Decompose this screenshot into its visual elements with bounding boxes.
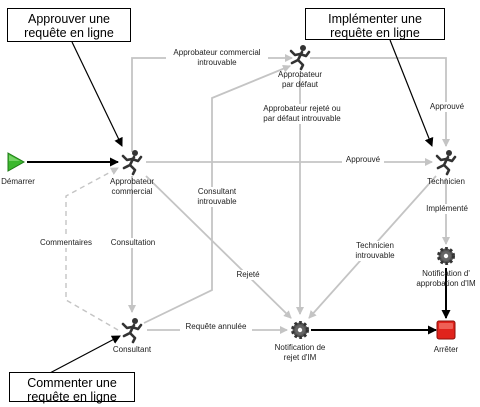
node-start-label: Démarrer — [1, 177, 35, 186]
stop-icon — [436, 320, 456, 340]
running-person-icon — [121, 150, 143, 176]
start-icon — [7, 152, 26, 172]
edge-label-commercial-unfound: Approbateur commercial introuvable — [166, 48, 268, 68]
gear-icon — [437, 247, 455, 265]
running-person-icon — [121, 318, 143, 344]
running-person-icon — [435, 150, 457, 176]
edge-label-request-cancelled: Requête annulée — [180, 322, 252, 332]
callout-approve-text: Approuver une requête en ligne — [24, 12, 114, 40]
edge-label-comments: Commentaires — [36, 238, 96, 248]
node-approval-notification-label: Notification d' approbation d'IM — [416, 269, 476, 288]
edge-comments — [65, 167, 119, 331]
edge-label-approved-top: Approuvé — [426, 102, 468, 112]
edge-approved-top — [310, 57, 450, 147]
running-person-icon — [289, 45, 311, 71]
callout-implement-text: Implémenter une requête en ligne — [328, 12, 422, 40]
node-default-approver-label: Approbateur par défaut — [277, 70, 323, 89]
edge-label-implemented: Implémenté — [422, 204, 472, 214]
node-consultant-label: Consultant — [112, 345, 152, 354]
callout-approve: Approuver une requête en ligne — [7, 8, 131, 42]
pointer-approve — [71, 41, 123, 147]
edge-label-approved-mid: Approuvé — [342, 155, 384, 165]
edge-label-rejected: Rejeté — [232, 270, 264, 280]
pointer-implement — [389, 39, 434, 147]
callout-comment-text: Commenter une requête en ligne — [27, 376, 117, 404]
node-stop-label: Arrêter — [433, 345, 459, 354]
edge-label-technician-unfound: Technicien introuvable — [350, 241, 400, 261]
node-commercial-approver-label: Approbateur commercial — [109, 177, 155, 196]
gear-icon — [291, 321, 309, 339]
edge-label-consultation: Consultation — [104, 238, 162, 248]
edge-label-rejected-or-default-unfound: Approbateur rejeté ou par défaut introuv… — [256, 104, 348, 124]
callout-comment: Commenter une requête en ligne — [9, 372, 135, 404]
node-rejection-notification-label: Notification de rejet d'IM — [274, 343, 326, 362]
edge-rejected — [145, 175, 292, 319]
edge-label-consultant-unfound: Consultant introuvable — [190, 187, 244, 207]
callout-implement: Implémenter une requête en ligne — [305, 8, 445, 40]
node-technician-label: Technicien — [427, 177, 465, 186]
pointer-comment — [47, 335, 121, 375]
